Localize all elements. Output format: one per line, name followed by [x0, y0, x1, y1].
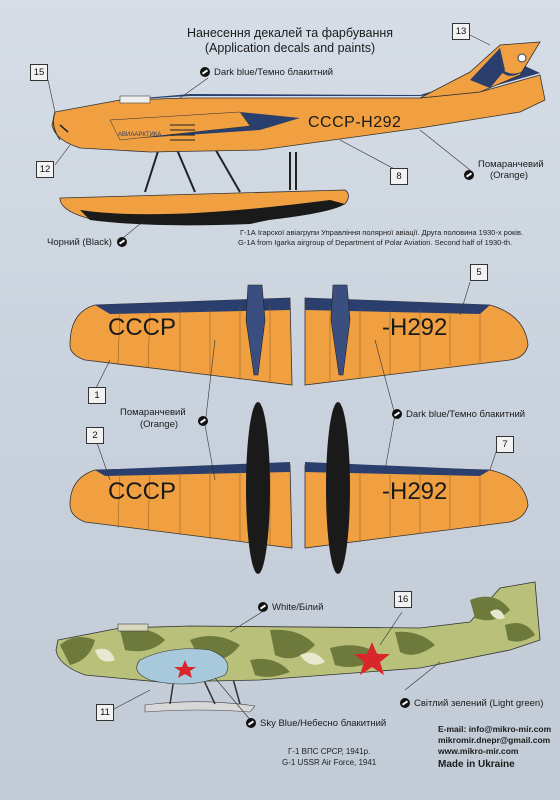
decal-number-12: 12 [36, 161, 54, 178]
wing-top-left-text: СССР [108, 314, 177, 341]
decal-number-13: 13 [452, 23, 470, 40]
callout-orange-wing-ua: Помаранчевий [120, 407, 186, 418]
paint-dot-icon [392, 409, 402, 420]
paint-dot-icon [198, 416, 208, 426]
title-ua: Нанесення декалей та фарбування [186, 26, 394, 40]
title-en: (Application decals and paints) [204, 41, 376, 55]
paint-dot-icon [200, 67, 210, 78]
decal-number-8: 8 [390, 168, 408, 185]
decal-number-2: 2 [86, 427, 104, 444]
paint-dot-icon [464, 170, 474, 181]
paint-dot-icon [116, 237, 127, 248]
decal-number-16: 16 [394, 591, 412, 608]
decal-number-1: 1 [88, 387, 106, 404]
callout-sky-blue: Sky Blue/Небесно блакитний [246, 718, 386, 729]
decal-number-15: 15 [30, 64, 48, 81]
top-seaplane [51, 41, 546, 226]
contact-email-2: mikromir.dnepr@gmail.com [438, 735, 551, 745]
camo-aircraft [55, 581, 541, 713]
contact-website: www.mikro-mir.com [438, 746, 519, 756]
bottom-caption-ua: Г-1 ВПС СРСР, 1941р. [288, 747, 371, 756]
wing-top-right-text: -Н292 [382, 314, 448, 341]
callout-orange-ua-top: Помаранчевий [478, 159, 544, 170]
top-registration: СССР-Н292 [308, 114, 402, 131]
decal-number-7: 7 [496, 436, 514, 453]
callout-light-green: Світлий зелений (Light green) [400, 698, 543, 709]
paint-dot-icon [400, 698, 410, 709]
bottom-caption-en: G-1 USSR Air Force, 1941 [282, 758, 377, 767]
wing-bottom-left-text: СССР [108, 478, 177, 505]
callout-dark-blue-top: Dark blue/Темно блакитний [200, 67, 333, 78]
top-caption-en: G-1A from Igarka airgroup of Department … [238, 238, 513, 247]
paint-dot-icon [258, 602, 268, 613]
wings-bottom-view [69, 402, 529, 574]
callout-dark-blue-wing: Dark blue/Темно блакитний [392, 409, 525, 420]
callout-black: Чорний (Black) [47, 237, 131, 248]
wings-top-view [69, 284, 529, 386]
fuselage-text: АВИААРКТИКА [118, 132, 162, 138]
decal-number-11: 11 [96, 704, 114, 721]
callout-white: White/Білий [258, 602, 323, 613]
callout-orange-top: (Orange) [464, 170, 528, 181]
top-caption-ua: Г-1А Ігарскої авіагрупи Управління поляр… [240, 228, 524, 237]
wing-bottom-right-text: -Н292 [382, 478, 448, 505]
paint-dot-icon [246, 718, 256, 729]
contact-email-1: E-mail: info@mikro-mir.com [438, 724, 552, 734]
callout-orange-wing: (Orange) [140, 419, 179, 430]
made-in-ukraine: Made in Ukraine [438, 759, 515, 770]
decal-number-5: 5 [470, 264, 488, 281]
